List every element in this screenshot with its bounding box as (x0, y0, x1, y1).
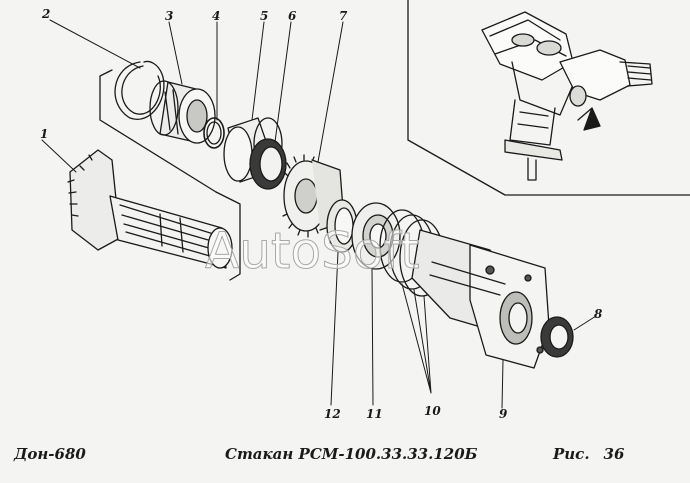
callout-6: 6 (288, 9, 297, 23)
snap-ring (114, 60, 165, 120)
watermark-text: AutoSoft (205, 222, 420, 280)
callout-9: 9 (499, 407, 508, 421)
inset-frame (407, 0, 690, 196)
figure-reference: Рис. 36 (553, 445, 624, 463)
housing-cup (411, 229, 550, 369)
spur-gear (282, 154, 345, 238)
callout-1: 1 (40, 127, 48, 141)
callout-4: 4 (212, 9, 220, 23)
callout-11: 11 (366, 407, 383, 421)
callout-8: 8 (594, 307, 603, 321)
roller-bearing (351, 202, 401, 270)
model-name: Дон-680 (14, 445, 86, 463)
figure-label: Рис. (553, 445, 590, 463)
callout-5: 5 (260, 9, 268, 23)
end-seal (540, 316, 574, 358)
inset-unit-sketch (481, 11, 653, 181)
oil-seal (249, 138, 287, 190)
callout-12: 12 (324, 407, 341, 421)
figure-number: 36 (603, 445, 625, 463)
bevel-gear-shaft (67, 149, 233, 269)
callout-10: 10 (424, 404, 441, 418)
callout-7: 7 (339, 9, 348, 23)
callout-3: 3 (165, 9, 173, 23)
spacer-ring (326, 199, 358, 253)
figure-caption: Стакан РСМ-100.33.33.120Б (225, 445, 478, 463)
callout-labels: 1 2 3 4 5 6 7 8 9 10 11 12 (40, 7, 603, 421)
leader-lines (41, 19, 597, 409)
retaining-ring (203, 117, 225, 149)
callout-2: 2 (41, 7, 50, 21)
assembly-brackets (99, 69, 241, 281)
ball-bearing (149, 80, 216, 144)
